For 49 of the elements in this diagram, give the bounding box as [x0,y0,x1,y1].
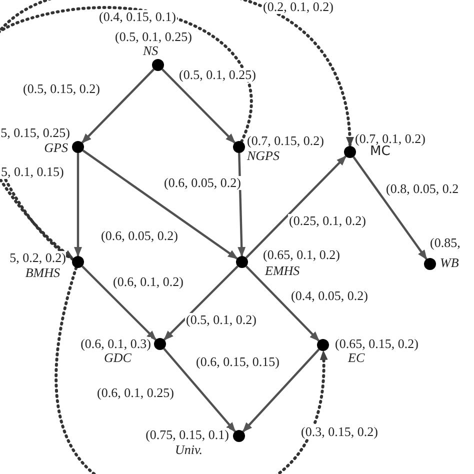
arrow [81,68,155,144]
node-value: (0.65, 0.15, 0.2) [335,337,418,351]
node-name: BMHS [25,266,60,280]
arrow [163,265,239,341]
arrow [242,348,320,432]
dotted-arrow [54,266,328,474]
arrow [82,150,238,260]
edge-label: (0.3, 0.15, 0.2) [300,425,379,439]
edge-label: (0.8, 0.05, 0.2 [385,182,460,196]
node-value: 5, 0.15, 0.25) [0,126,70,140]
arrow [163,348,236,432]
node-name: GPS [44,141,68,155]
edge-label: (0.6, 0.1, 0.25) [96,386,175,400]
node-name: WB [440,256,459,270]
node-name: NGPS [247,149,280,163]
node-name: EC [348,351,365,365]
edge-label: 5, 0.1, 0.15) [0,165,65,179]
node-value: (0.7, 0.1, 0.2) [355,132,426,146]
edge-label: (0.6, 0.1, 0.2) [112,275,184,289]
arrow [238,152,246,257]
edge-label: (0.6, 0.15, 0.15) [195,355,280,369]
edge-label: (0.4, 0.15, 0.1) [98,10,177,24]
edge-label: (0.4, 0.05, 0.2) [290,289,369,303]
node-name: GDC [104,351,132,365]
node-name: NS [143,44,158,58]
node-value: (0.5, 0.1, 0.25) [115,30,192,44]
edge-label: (0.5, 0.15, 0.2) [22,82,101,96]
arrow [245,266,320,342]
edge-label: (0.2, 0.1, 0.2) [262,0,334,14]
edge-label: (0.5, 0.1, 0.25) [178,68,257,82]
node-value: (0.7, 0.15, 0.2) [247,134,324,148]
node-name: EMHS [265,264,300,278]
edge-label: (0.6, 0.05, 0.2) [163,176,242,190]
node-name: Univ. [175,443,203,457]
node-value: (0.65, 0.1, 0.2) [263,248,340,262]
edge-label: (0.6, 0.05, 0.2) [100,229,179,243]
arrow [352,156,428,260]
edge-label: (0.5, 0.1, 0.2) [185,313,258,327]
arrow [245,156,347,258]
edge-label: (0.25, 0.1, 0.2) [288,214,367,228]
node-value: 5, 0.2, 0.2) [10,251,66,265]
dotted-arrow [0,6,253,260]
node-value: (0.85, [430,236,460,250]
arrow [74,153,82,257]
dotted-arrow [0,0,354,261]
node-value: (0.6, 0.1, 0.3) [80,337,151,351]
arrow [81,265,157,341]
node-value: (0.75, 0.15, 0.1) [146,428,229,442]
arrow [161,68,236,144]
